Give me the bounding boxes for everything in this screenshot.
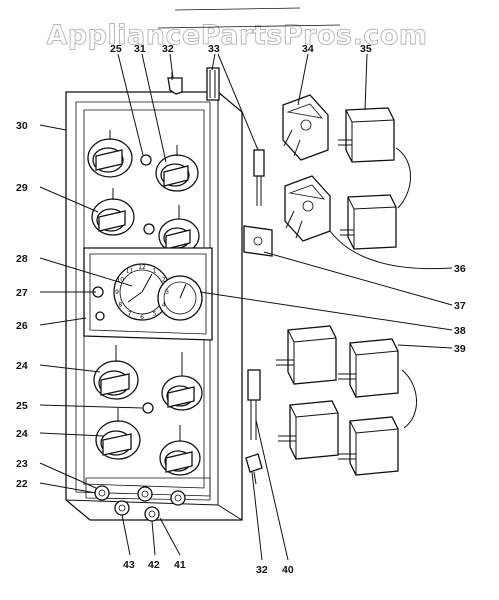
callout-39: 39 — [454, 343, 466, 355]
callout-34: 34 — [302, 43, 314, 55]
indicator-light — [140, 154, 152, 166]
replacement-knob-35b — [340, 194, 397, 250]
clock-numeral: 4 — [162, 302, 166, 309]
clock-numeral: 11 — [126, 267, 134, 274]
callout-40: 40 — [282, 564, 294, 576]
clock-numeral: 6 — [140, 314, 144, 321]
clock-numeral: 3 — [165, 289, 169, 296]
knob-lower-left-2 — [95, 408, 141, 460]
callout-26: 26 — [16, 320, 28, 332]
knob-upper-right-1 — [155, 145, 199, 192]
callout-42: 42 — [148, 559, 160, 571]
infinite-switch-upper — [282, 94, 329, 161]
group-bracket — [395, 147, 411, 209]
scan-line — [174, 7, 301, 11]
knob-upper-left-1 — [87, 130, 133, 178]
clock-numeral: 9 — [115, 289, 119, 296]
clock-numeral: 2 — [162, 277, 166, 284]
callout-30: 30 — [16, 120, 28, 132]
callout-38: 38 — [454, 325, 466, 337]
indicator-light — [143, 223, 155, 235]
callout-37: 37 — [454, 300, 466, 312]
callout-labels: 25 31 32 33 34 35 30 29 28 27 26 24 25 2… — [16, 43, 466, 576]
callout-28: 28 — [16, 253, 28, 265]
watermark-text: AppliancePartsPros.com — [46, 20, 427, 51]
callout-33: 33 — [208, 43, 220, 55]
knob-set-39 — [276, 325, 417, 476]
mounting-bracket — [243, 225, 273, 257]
callout-32: 32 — [256, 564, 268, 576]
clock-numeral: 5 — [153, 311, 157, 318]
callout-31: 31 — [134, 43, 146, 55]
callout-25: 25 — [110, 43, 122, 55]
callout-41: 41 — [174, 559, 186, 571]
callout-29: 29 — [16, 182, 28, 194]
top-bracket — [167, 72, 183, 95]
wire-terminal — [247, 369, 261, 440]
callout-32: 32 — [162, 43, 174, 55]
indicator-light — [142, 402, 154, 414]
knob-upper-left-2 — [91, 188, 135, 236]
callout-27: 27 — [16, 287, 28, 299]
push-buttons — [85, 477, 211, 522]
clock-numeral: 7 — [128, 311, 132, 318]
knob-lower-right-1 — [161, 352, 203, 411]
terminal-block — [206, 67, 265, 206]
callout-24: 24 — [16, 428, 28, 440]
callout-25: 25 — [16, 400, 28, 412]
knob-lower-right-2 — [159, 425, 201, 476]
callout-23: 23 — [16, 458, 28, 470]
knob-upper-right-2 — [158, 205, 200, 254]
clock-numeral: 8 — [118, 302, 122, 309]
scan-line — [157, 24, 341, 29]
clock-numeral: 1 — [153, 267, 157, 274]
knob-lower-left-1 — [93, 345, 139, 400]
wire-clip — [245, 453, 263, 485]
callout-35: 35 — [360, 43, 372, 55]
clock-numeral: 10 — [116, 277, 124, 284]
infinite-switch-lower — [284, 175, 331, 242]
callout-22: 22 — [16, 478, 28, 490]
callout-36: 36 — [454, 263, 466, 275]
callout-24: 24 — [16, 360, 28, 372]
callout-43: 43 — [123, 559, 135, 571]
replacement-knob-35a — [338, 107, 395, 163]
leader-lines — [39, 53, 453, 561]
clock-numeral: 12 — [138, 264, 146, 271]
